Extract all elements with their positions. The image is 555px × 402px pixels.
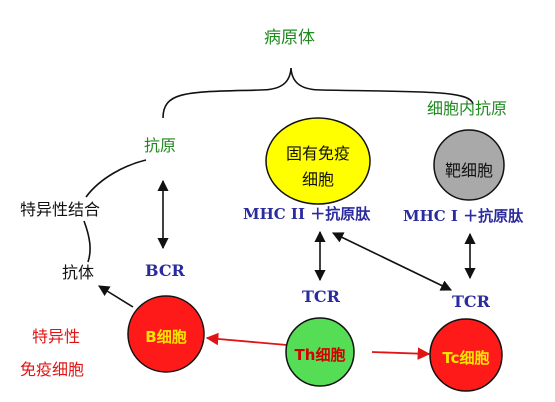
pathogen-label: 病原体 [264, 28, 315, 48]
innate-cell-label-line1: 固有免疫 [285, 144, 350, 163]
th-cell-label: Th细胞 [294, 346, 346, 364]
target-cell-label: 靶细胞 [444, 161, 493, 180]
arrow-bcell-antibody [98, 285, 134, 308]
intracellular-antigen-label: 细胞内抗原 [427, 99, 508, 118]
tcr-th-label: TCR [302, 287, 340, 306]
antigen-label: 抗原 [144, 136, 177, 155]
tc-cell-label: Tc细胞 [442, 349, 490, 367]
mhc1-peptide-label: MHC I ＋抗原肽 [403, 207, 524, 225]
specific-immune-cells-label-line1: 特异性 [32, 327, 81, 346]
b-cell [127, 295, 205, 373]
specific-binding-label: 特异性结合 [20, 200, 101, 219]
b-cell-label: B细胞 [145, 328, 187, 346]
tcr-tc-label: TCR [452, 292, 490, 311]
binding-arc [85, 159, 147, 198]
innate-immune-cell [265, 117, 371, 205]
mhc2-peptide-label: MHC II ＋抗原肽 [243, 205, 371, 223]
target-cell [433, 129, 505, 201]
arrow-mhc2-tc [331, 232, 453, 291]
th-cell [285, 317, 355, 387]
pathogen-brace [162, 67, 474, 119]
innate-cell-label-line2: 细胞 [301, 170, 334, 189]
bcr-label: BCR [145, 261, 185, 280]
antibody-label: 抗体 [62, 263, 95, 282]
binding-arc-lower [83, 220, 91, 263]
tc-cell [429, 318, 503, 392]
arrow-th-tc [371, 347, 431, 360]
specific-immune-cells-label-line2: 免疫细胞 [20, 360, 85, 379]
arrow-th-bcell [205, 332, 288, 346]
